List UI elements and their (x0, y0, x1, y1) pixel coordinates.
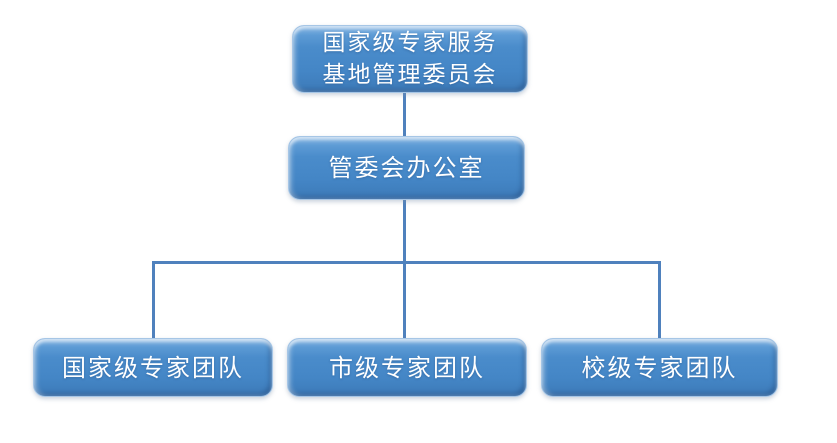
connector-horizontal-bar (152, 261, 661, 264)
node-team-national-label: 国家级专家团队 (62, 353, 244, 382)
node-team-city-label: 市级专家团队 (329, 353, 485, 382)
node-team-school: 校级专家团队 (541, 338, 778, 397)
node-office-label: 管委会办公室 (328, 154, 485, 182)
node-committee: 国家级专家服务 基地管理委员会 (292, 25, 528, 93)
connector-drop-team-school (658, 261, 661, 338)
node-team-school-label: 校级专家团队 (581, 353, 738, 382)
node-committee-label-line1: 国家级专家服务 (322, 30, 498, 56)
connector-drop-team-national (152, 261, 155, 338)
node-office: 管委会办公室 (288, 136, 525, 200)
node-committee-label-line2: 基地管理委员会 (322, 62, 498, 88)
connector-office-trunk (403, 200, 406, 338)
node-team-national: 国家级专家团队 (33, 338, 273, 397)
node-team-city: 市级专家团队 (287, 338, 527, 397)
connector-committee-office (403, 93, 406, 136)
